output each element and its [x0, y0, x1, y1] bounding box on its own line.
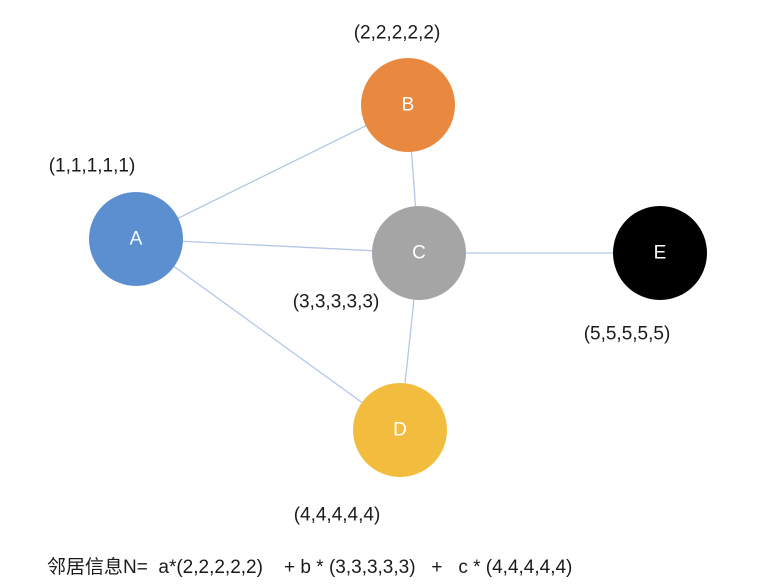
graph-nodes: A B C D E: [89, 58, 707, 477]
node-c-vector: (3,3,3,3,3): [293, 292, 380, 313]
node-a-vector: (1,1,1,1,1): [49, 156, 136, 177]
node-b-label: B: [402, 95, 415, 116]
node-c-label: C: [412, 243, 426, 264]
node-b-vector: (2,2,2,2,2): [354, 23, 441, 44]
node-d-vector: (4,4,4,4,4): [294, 505, 381, 526]
node-d-label: D: [393, 420, 407, 441]
node-a: [89, 192, 183, 286]
node-e-label: E: [654, 243, 667, 264]
edge-a-b: [135, 104, 409, 240]
node-e: [613, 206, 707, 300]
neighbor-formula: 邻居信息N= a*(2,2,2,2,2) + b * (3,3,3,3,3) +…: [47, 557, 573, 578]
node-vector-labels: (1,1,1,1,1) (2,2,2,2,2) (3,3,3,3,3) (4,4,4,…: [49, 23, 671, 526]
node-b: [361, 58, 455, 152]
node-c: [372, 206, 466, 300]
node-a-label: A: [130, 229, 143, 250]
edge-a-d: [135, 238, 401, 431]
node-d: [353, 383, 447, 477]
edge-a-c: [135, 238, 420, 254]
node-e-vector: (5,5,5,5,5): [584, 324, 671, 345]
